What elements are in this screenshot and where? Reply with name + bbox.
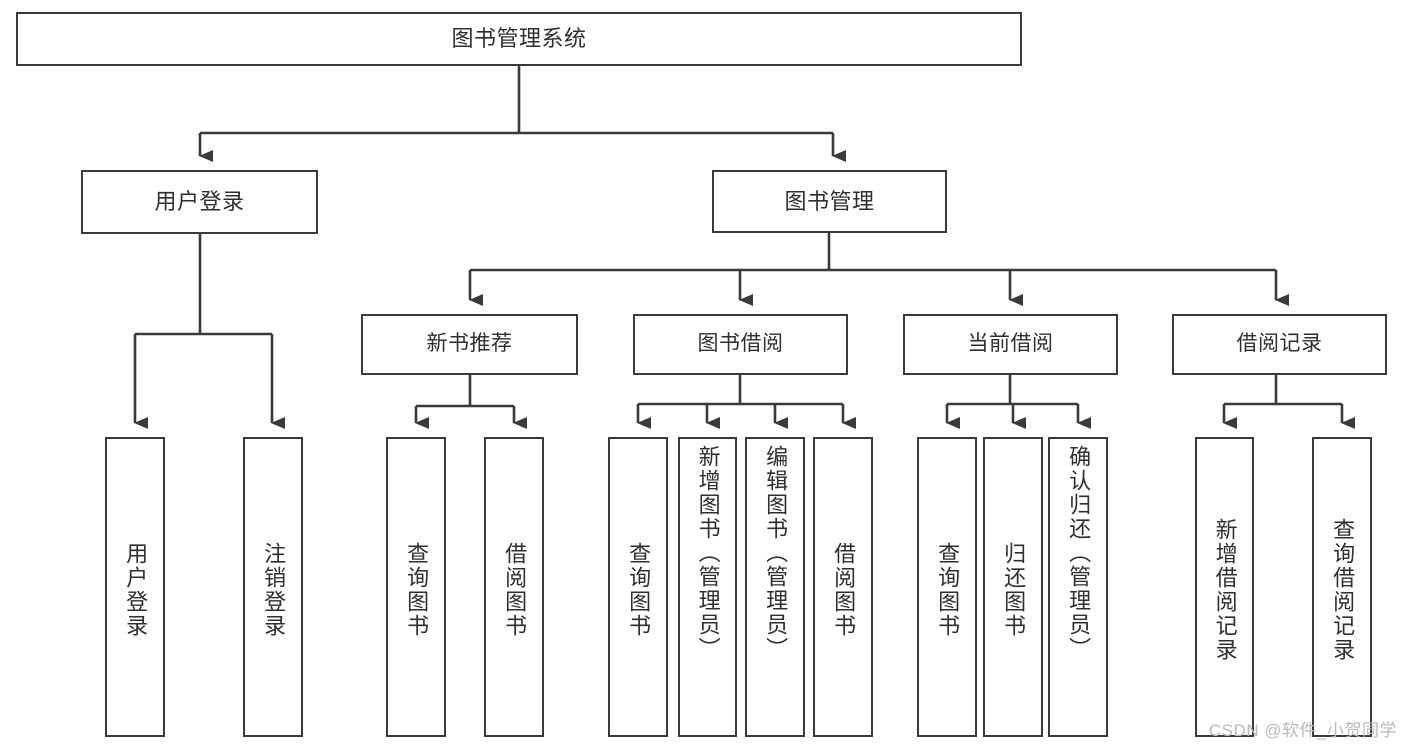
- node-book-management[interactable]: 图书管理: [712, 170, 947, 233]
- node-user-login-label: 用户登录: [154, 189, 245, 215]
- node-leaf-query-book-2[interactable]: 查询图书: [608, 437, 668, 737]
- node-new-book-recommend-label: 新书推荐: [426, 332, 513, 356]
- node-leaf-logout-login[interactable]: 注销登录: [243, 437, 303, 737]
- node-current-borrow-label: 当前借阅: [967, 332, 1054, 356]
- node-root-label: 图书管理系统: [451, 26, 587, 52]
- node-leaf-query-record[interactable]: 查询借阅记录: [1312, 437, 1372, 737]
- node-user-login[interactable]: 用户登录: [81, 170, 318, 234]
- node-leaf-add-book-label: 新增图书（管理员）: [695, 445, 721, 661]
- watermark-text: CSDN @软件_小贺同学: [1208, 721, 1397, 740]
- node-leaf-add-record[interactable]: 新增借阅记录: [1195, 437, 1254, 737]
- node-leaf-user-login[interactable]: 用户登录: [105, 437, 165, 737]
- node-leaf-borrow-book-2-label: 借阅图书: [831, 542, 857, 638]
- node-leaf-query-book-1-label: 查询图书: [404, 542, 430, 638]
- node-leaf-confirm-return-label: 确认归还（管理员）: [1066, 445, 1092, 661]
- node-leaf-return-book[interactable]: 归还图书: [983, 437, 1043, 737]
- node-leaf-borrow-book-1-label: 借阅图书: [502, 542, 528, 638]
- node-leaf-query-book-2-label: 查询图书: [626, 542, 652, 638]
- node-book-management-label: 图书管理: [784, 188, 875, 214]
- node-leaf-logout-login-label: 注销登录: [261, 542, 287, 638]
- node-leaf-query-book-3[interactable]: 查询图书: [917, 437, 977, 737]
- node-new-book-recommend[interactable]: 新书推荐: [361, 314, 578, 375]
- node-leaf-borrow-book-2[interactable]: 借阅图书: [813, 437, 873, 737]
- node-leaf-borrow-book-1[interactable]: 借阅图书: [484, 437, 544, 737]
- node-leaf-query-record-label: 查询借阅记录: [1330, 518, 1356, 662]
- node-root[interactable]: 图书管理系统: [16, 12, 1022, 66]
- node-book-borrow[interactable]: 图书借阅: [633, 314, 848, 375]
- node-book-borrow-label: 图书借阅: [697, 332, 784, 356]
- node-borrow-record[interactable]: 借阅记录: [1172, 314, 1387, 375]
- node-current-borrow[interactable]: 当前借阅: [903, 314, 1118, 375]
- node-leaf-user-login-label: 用户登录: [123, 542, 149, 638]
- node-leaf-edit-book-label: 编辑图书（管理员）: [763, 445, 789, 661]
- node-leaf-query-book-3-label: 查询图书: [935, 542, 961, 638]
- node-leaf-edit-book[interactable]: 编辑图书（管理员）: [745, 437, 805, 737]
- node-leaf-add-book[interactable]: 新增图书（管理员）: [678, 437, 737, 737]
- node-borrow-record-label: 借阅记录: [1236, 332, 1323, 356]
- node-leaf-return-book-label: 归还图书: [1001, 542, 1027, 638]
- node-leaf-add-record-label: 新增借阅记录: [1212, 518, 1238, 662]
- node-leaf-query-book-1[interactable]: 查询图书: [386, 437, 446, 737]
- node-leaf-confirm-return[interactable]: 确认归还（管理员）: [1048, 437, 1108, 737]
